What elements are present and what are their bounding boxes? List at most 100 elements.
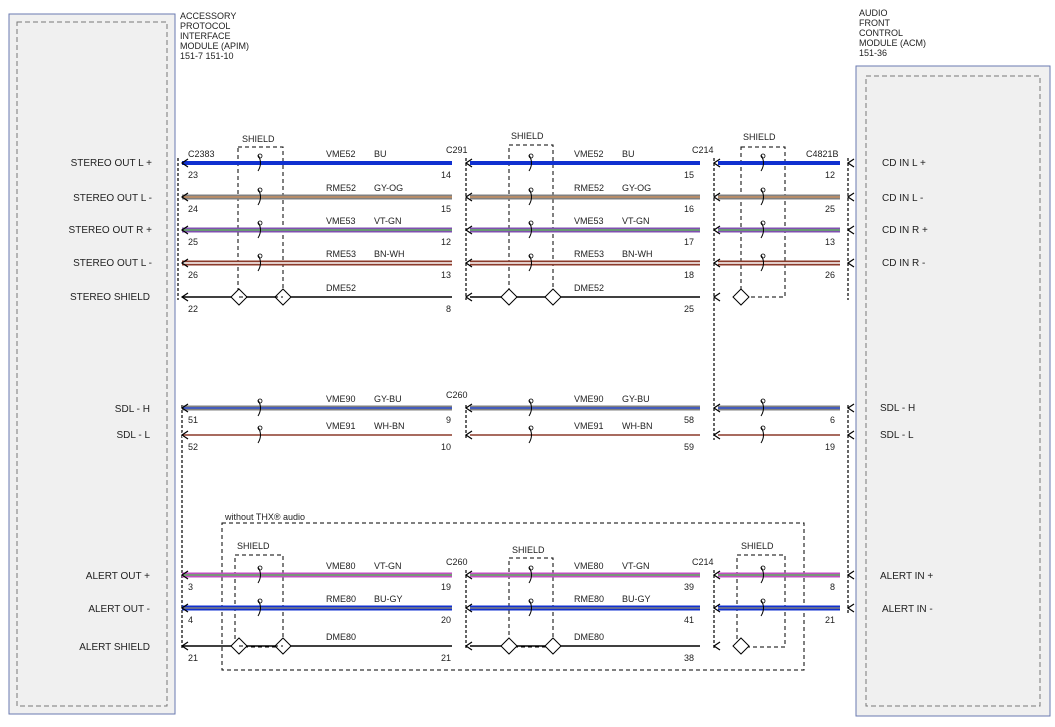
shield-box (740, 146, 786, 298)
color-code-label: BN-WH (622, 249, 653, 259)
connector-arrow (464, 292, 473, 302)
color-code-label: BN-WH (374, 249, 405, 259)
twist-marker (257, 153, 263, 159)
circuit-label: RME80 (574, 594, 604, 604)
connector-arrow (846, 158, 855, 168)
color-code-label: GY-OG (374, 183, 403, 193)
twist-marker (528, 187, 534, 193)
pin-number: 38 (684, 653, 694, 663)
twist-marker (257, 599, 261, 617)
twist-marker (760, 399, 764, 417)
connector-arrow (712, 292, 721, 302)
pin-number: 25 (825, 204, 835, 214)
apim-pin-label: SDL - L (116, 430, 150, 441)
twist-marker (760, 599, 764, 617)
circuit-label: VME90 (574, 394, 604, 404)
twist-marker (760, 187, 766, 193)
twist-marker (760, 153, 766, 159)
connector-arrow (712, 225, 721, 235)
pin-number: 52 (188, 442, 198, 452)
circuit-label: VME53 (326, 216, 356, 226)
twist-marker (257, 398, 263, 404)
twist-marker (257, 154, 261, 172)
circuit-label: DME80 (326, 632, 356, 642)
drain-diamond (732, 637, 750, 655)
connector-labels: C2383 C291 C214 C4821B C260 C260 C214 (188, 145, 839, 567)
shield-label: SHIELD (242, 134, 275, 144)
connector-arrow (464, 570, 473, 580)
pin-number: 9 (446, 415, 451, 425)
connector-arrow (180, 570, 189, 580)
circuit-label: RME52 (574, 183, 604, 193)
connector-arrow (846, 192, 855, 202)
apim-title-line: INTERFACE (180, 31, 231, 41)
color-code-label: GY-BU (374, 394, 402, 404)
pin-number: 24 (188, 204, 198, 214)
connector-arrow (180, 258, 189, 268)
apim-pin-label: ALERT OUT + (86, 571, 150, 582)
acm-pin-label: CD IN R - (882, 258, 925, 269)
pin-number: 12 (825, 170, 835, 180)
apim-pin-label: ALERT OUT - (88, 604, 150, 615)
connector-arrow (712, 641, 721, 651)
acm-pin-label: SDL - H (880, 403, 915, 414)
shield-label: SHIELD (743, 132, 776, 142)
twist-marker (528, 566, 532, 584)
circuit-label: VME90 (326, 394, 356, 404)
twist-marker (528, 220, 534, 226)
twist-marker (257, 188, 261, 206)
connector-arrow (712, 603, 721, 613)
pin-number: 20 (441, 615, 451, 625)
acm-title-line: CONTROL (859, 28, 903, 38)
twist-marker (760, 254, 764, 272)
shield-labels: SHIELD SHIELD SHIELD SHIELD SHIELD SHIEL… (224, 131, 776, 555)
twist-marker (760, 188, 764, 206)
twist-marker (257, 220, 263, 226)
connector-arrow (712, 570, 721, 580)
shield-box (508, 557, 554, 648)
twist-marker (760, 221, 764, 239)
thx-group-box (221, 522, 805, 671)
circuit-label: RME53 (326, 249, 356, 259)
pin-number: 17 (684, 237, 694, 247)
acm-title-line: 151-36 (859, 48, 887, 58)
twist-marker (528, 188, 532, 206)
drain-diamond (544, 637, 562, 655)
twist-marker (528, 599, 532, 617)
connector-arrow (464, 225, 473, 235)
connector-label: C291 (446, 145, 468, 155)
connector-arrow (464, 603, 473, 613)
pin-number: 14 (441, 170, 451, 180)
apim-title-line: MODULE (APIM) (180, 41, 249, 51)
circuit-label: RME80 (326, 594, 356, 604)
twist-marker (257, 598, 263, 604)
connector-arrow (846, 570, 855, 580)
pin-number: 21 (825, 615, 835, 625)
pin-number: 16 (684, 204, 694, 214)
twist-marker (528, 425, 534, 431)
pin-number: 39 (684, 582, 694, 592)
pin-number: 51 (188, 415, 198, 425)
color-code-label: GY-OG (622, 183, 651, 193)
apim-title-line: ACCESSORY (180, 11, 236, 21)
color-code-label: BU (374, 149, 387, 159)
color-code-label: VT-GN (374, 561, 402, 571)
twist-marker (257, 399, 261, 417)
connector-arrow (846, 603, 855, 613)
drain-diamond (732, 288, 750, 306)
pin-number: 26 (188, 270, 198, 280)
pin-number: 13 (441, 270, 451, 280)
apim-pin-labels: STEREO OUT L + STEREO OUT L - STEREO OUT… (69, 158, 153, 653)
pin-number: 10 (441, 442, 451, 452)
twist-marker (760, 253, 766, 259)
connector-label: C2383 (188, 149, 215, 159)
twist-marker (257, 426, 261, 444)
pin-number: 4 (188, 615, 193, 625)
pin-number: 41 (684, 615, 694, 625)
